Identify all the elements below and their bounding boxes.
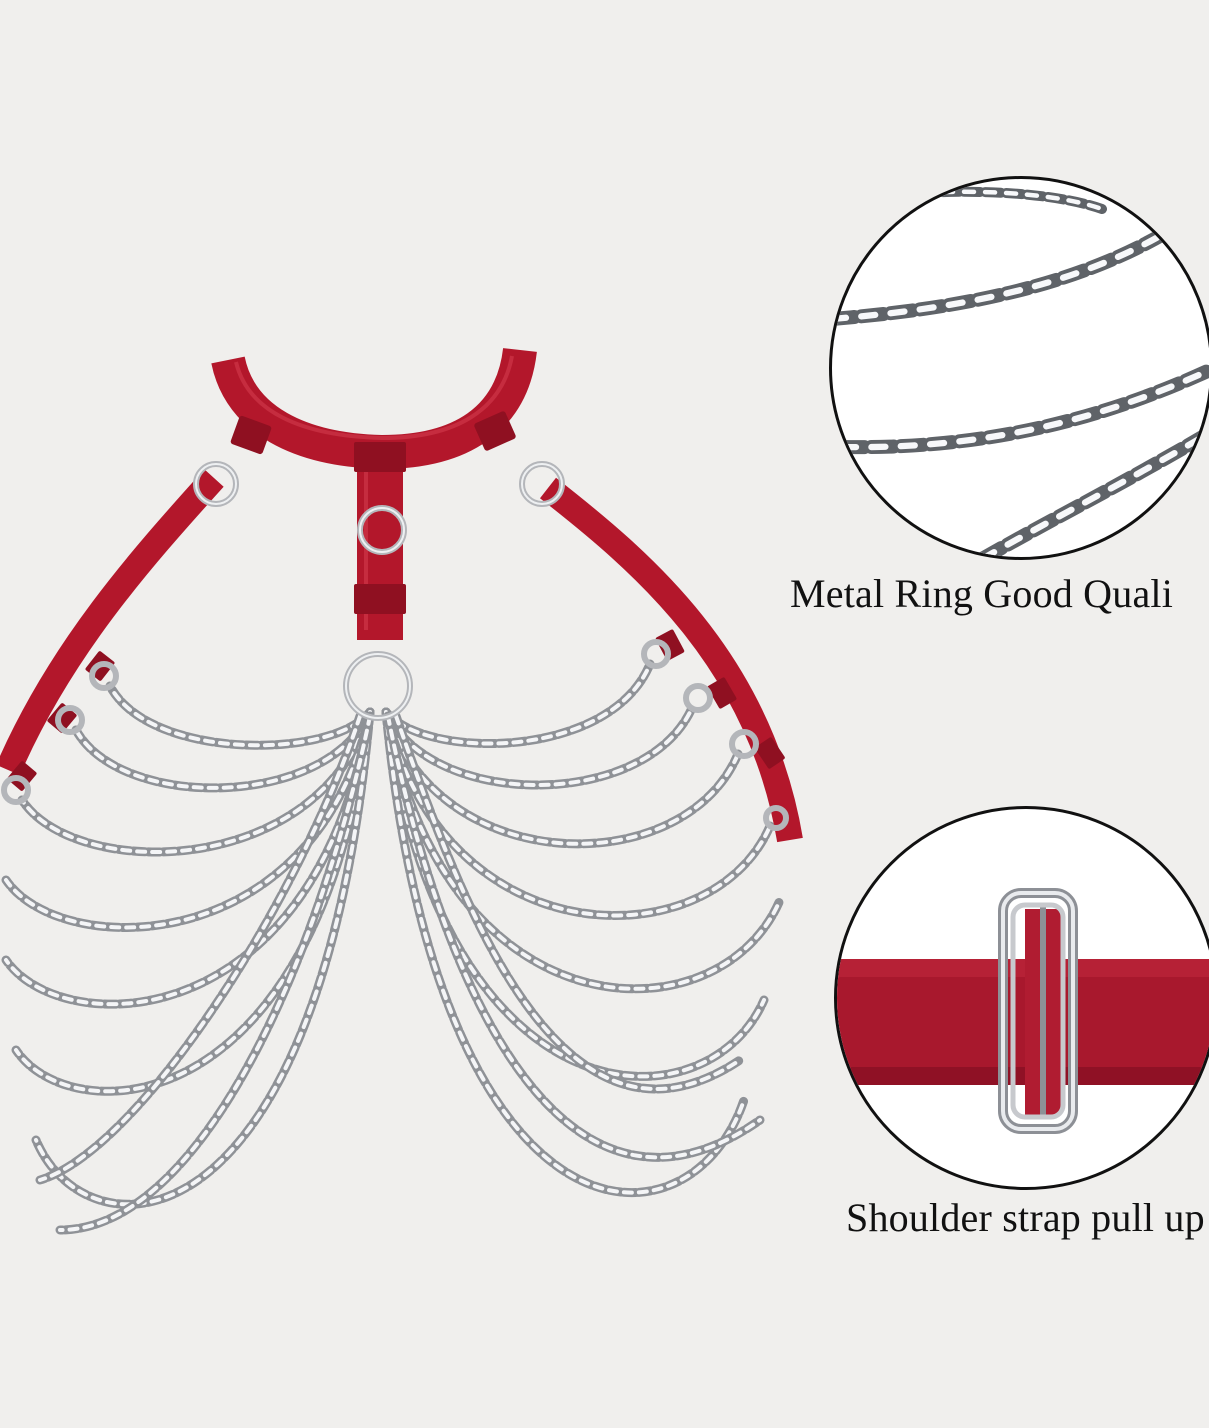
chain-strand <box>1 707 375 1009</box>
closeup-chain-strand <box>835 362 1209 455</box>
strap-detail-circle <box>834 806 1209 1190</box>
chain-strand <box>381 703 697 790</box>
chain-strand-highlight <box>34 710 372 1207</box>
chain-strand-highlight <box>384 710 782 991</box>
chain-detail-caption: Metal Ring Good Quali <box>790 571 1174 616</box>
chain-strand-highlight <box>4 710 372 1007</box>
chain-strand-highlight <box>394 714 742 1091</box>
chain-strand-highlight <box>386 714 762 1160</box>
chain-strand-highlight <box>108 684 372 748</box>
chain-strand <box>381 659 655 749</box>
chain-strand-highlight <box>74 710 372 790</box>
chain-strand-highlight <box>38 714 362 1182</box>
closeup-chain-highlight <box>838 366 1209 451</box>
chain-group <box>1 659 785 1235</box>
strap-detail-caption: Shoulder strap pull up <box>846 1195 1205 1240</box>
closeup-chain-highlight <box>979 429 1209 557</box>
closeup-chain-highlight <box>832 225 1176 323</box>
chain-strand-highlight <box>384 710 746 1195</box>
chain-strand <box>71 707 375 793</box>
chain-strand-highlight <box>384 706 694 787</box>
chain-detail-circle <box>829 176 1209 560</box>
chain-closeup-image <box>832 186 1209 557</box>
chain-strand-highlight <box>14 710 372 1094</box>
strap-slider-buckle <box>998 888 1078 1134</box>
chain-strand-highlight <box>384 662 652 746</box>
closeup-chain-strand <box>832 222 1179 326</box>
chain-strand-highlight <box>384 710 772 918</box>
right-shoulder-strap <box>539 477 803 843</box>
strap-closeup-image <box>837 888 1209 1134</box>
chain-strand-highlight <box>4 710 372 930</box>
chain-strand-highlight <box>58 714 372 1232</box>
left-shoulder-strap <box>0 469 224 776</box>
